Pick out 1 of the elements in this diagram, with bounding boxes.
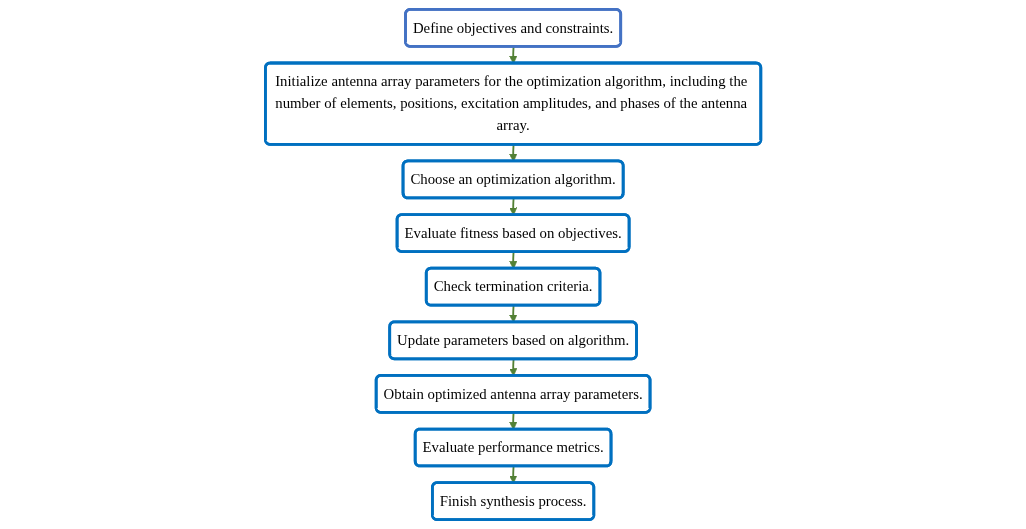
arrow	[509, 251, 518, 269]
